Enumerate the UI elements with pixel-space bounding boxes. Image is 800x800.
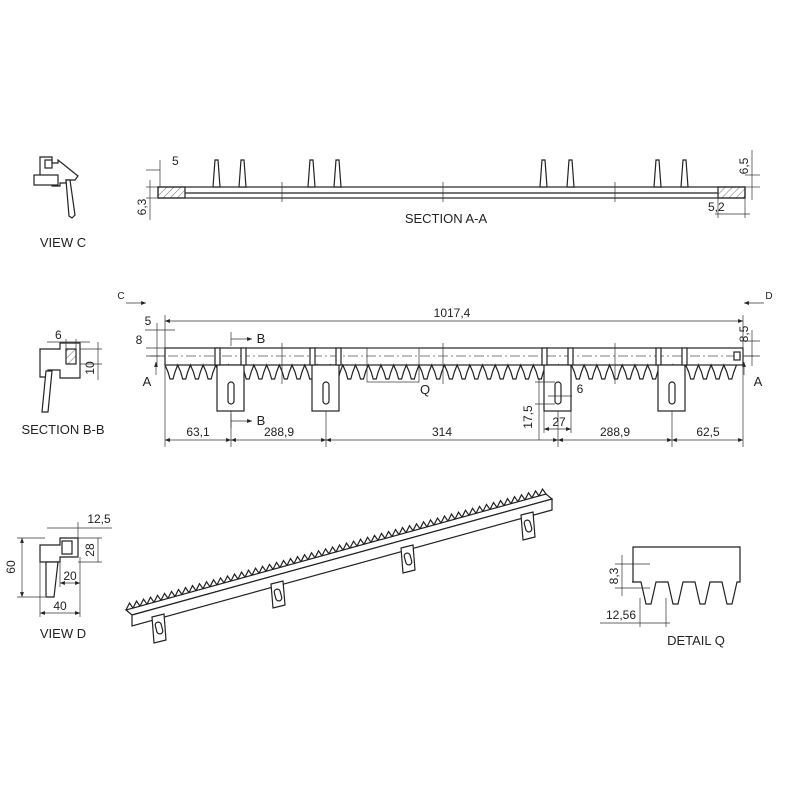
view-c-leg <box>65 179 76 219</box>
dim-spacing-1: 63,1 <box>186 425 210 439</box>
section-aa-teeth <box>212 159 689 188</box>
main-view: Q 1017,4 5 8 8,5 C D A A B B <box>117 291 773 447</box>
view-d-slot <box>61 540 73 555</box>
view-d-dim-top: 12,5 <box>87 512 111 526</box>
iso-bracket-4 <box>520 511 536 541</box>
iso-bracket-3 <box>400 544 416 574</box>
section-bb-hatch <box>65 348 77 365</box>
view-d-dim-inner-width: 20 <box>63 569 77 583</box>
dim-left-height: 8 <box>136 333 143 347</box>
view-c-base <box>33 174 59 186</box>
dim-spacing-2: 288,9 <box>264 425 294 439</box>
view-d-dim-height-right: 28 <box>83 543 97 557</box>
iso-bracket-1 <box>151 613 167 644</box>
view-d: 12,5 28 60 20 40 VIEW D <box>4 512 112 641</box>
detail-q-window <box>366 347 420 383</box>
bracket-3 <box>541 347 574 412</box>
marker-c: C <box>117 291 124 302</box>
section-bb-dim-width: 6 <box>55 328 62 342</box>
marker-q: Q <box>420 382 430 397</box>
detail-q: 8,3 12,56 DETAIL Q <box>600 546 741 648</box>
section-bb-dim-height: 10 <box>83 361 97 375</box>
view-d-leg <box>45 561 59 598</box>
marker-a-right: A <box>754 374 763 389</box>
section-aa: 5 6,3 6,5 5,2 SECTION A-A <box>135 150 760 226</box>
dim-left-offset: 5 <box>145 314 152 328</box>
dim-slot-width: 6 <box>577 382 584 396</box>
section-aa-label: SECTION A-A <box>405 211 488 226</box>
view-c-label: VIEW C <box>40 235 86 250</box>
iso-rack-teeth <box>125 487 547 611</box>
iso-bracket-2 <box>270 580 286 609</box>
detail-q-label: DETAIL Q <box>667 633 725 648</box>
bracket-4 <box>655 347 688 412</box>
dim-total-length: 1017,4 <box>434 306 471 320</box>
view-d-dim-width: 40 <box>53 599 67 613</box>
bracket-1 <box>214 347 247 412</box>
section-aa-dim-right: 6,5 <box>737 157 751 174</box>
bracket-2 <box>309 347 342 412</box>
section-aa-hatch-right <box>717 186 746 199</box>
section-bb-leg <box>41 370 53 413</box>
marker-b-bottom: B <box>257 413 266 428</box>
view-c: VIEW C <box>33 156 86 250</box>
isometric-view <box>124 487 554 644</box>
detail-q-dim-tooth: 8,3 <box>607 567 621 584</box>
marker-b-top: B <box>257 331 266 346</box>
view-d-label: VIEW D <box>40 626 86 641</box>
detail-q-profile <box>632 546 741 605</box>
view-d-dim-total-height: 60 <box>4 560 18 574</box>
marker-d: D <box>765 291 772 302</box>
dim-slot-height: 17,5 <box>521 405 535 429</box>
dim-spacing-4: 288,9 <box>600 425 630 439</box>
dim-spacing-3: 314 <box>432 425 452 439</box>
section-aa-dim-offset: 5,2 <box>708 200 725 214</box>
view-c-slot <box>44 159 53 169</box>
rack-teeth <box>164 363 738 380</box>
iso-rack-top <box>124 493 554 616</box>
section-aa-dim-top: 5 <box>172 154 179 168</box>
section-bb: 6 10 SECTION B-B <box>21 328 104 437</box>
section-bb-label: SECTION B-B <box>21 422 104 437</box>
section-aa-hatch-left <box>157 186 186 199</box>
dim-right-height: 8,5 <box>737 325 751 342</box>
section-aa-dim-left: 6,3 <box>135 198 149 215</box>
detail-q-dim-pitch: 12,56 <box>606 608 636 622</box>
dim-bracket-width: 27 <box>552 415 566 429</box>
marker-a-left: A <box>143 374 152 389</box>
dim-spacing-5: 62,5 <box>696 425 720 439</box>
iso-rack-side <box>131 498 553 627</box>
